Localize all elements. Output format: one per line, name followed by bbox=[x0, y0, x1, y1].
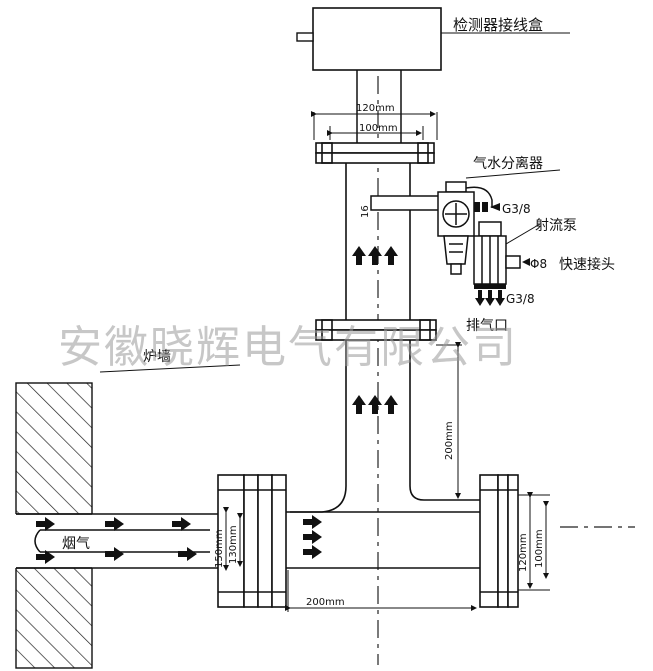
jet-pump-label: 射流泵 bbox=[535, 218, 577, 234]
dim-horizontal-200: 200mm bbox=[306, 597, 345, 608]
flow-arrows-lower bbox=[352, 395, 398, 414]
g38-lower-label: G3/8 bbox=[506, 292, 535, 306]
dim-left-130: 130mm bbox=[228, 525, 239, 564]
water-separator bbox=[437, 181, 493, 275]
g38-upper-label: G3/8 bbox=[502, 202, 531, 216]
dim-right-100: 100mm bbox=[534, 529, 545, 568]
g38-upper-fitting bbox=[474, 202, 500, 212]
right-flange bbox=[479, 474, 519, 608]
jet-pump-leader bbox=[505, 223, 541, 245]
flue-gas-label: 烟气 bbox=[62, 536, 90, 552]
upper-flange-dims bbox=[311, 111, 438, 140]
furnace-wall bbox=[14, 382, 94, 669]
watermark: 安徽晓辉电气有限公司 bbox=[58, 322, 518, 373]
left-dims bbox=[223, 507, 243, 571]
horizontal-pipe-right bbox=[286, 511, 480, 569]
water-separator-label: 气水分离器 bbox=[473, 155, 543, 172]
flow-arrows-horizontal bbox=[36, 515, 322, 564]
dim-vertical-200: 200mm bbox=[444, 421, 455, 460]
dim-branch-16: 16 bbox=[360, 205, 371, 218]
furnace-wall-label: 炉墙 bbox=[143, 349, 171, 365]
dim-flange-outer: 120mm bbox=[356, 103, 395, 114]
center-lines bbox=[377, 8, 635, 665]
furnace-wall-leader bbox=[99, 364, 241, 373]
dim-flange-inner: 100mm bbox=[359, 123, 398, 134]
quick-connector-label: 快速接头 bbox=[559, 256, 615, 273]
vertical-200-dim bbox=[436, 342, 462, 499]
jet-pump bbox=[473, 221, 521, 285]
exhaust-arrows bbox=[474, 284, 506, 306]
exhaust-port-label: 排气口 bbox=[466, 318, 508, 334]
right-dims bbox=[518, 492, 550, 591]
branch-pipe bbox=[370, 195, 440, 211]
dim-right-120: 120mm bbox=[518, 533, 529, 572]
upper-flange bbox=[315, 142, 435, 164]
quick-connector-fitting bbox=[522, 258, 530, 266]
separator-leader bbox=[465, 169, 561, 179]
phi8-label: Φ8 bbox=[530, 257, 547, 271]
upper-pipe bbox=[345, 163, 411, 323]
horizontal-200-dim bbox=[285, 570, 477, 612]
flow-arrows-upper bbox=[352, 246, 398, 265]
detector-box-label: 检测器接线盒 bbox=[453, 16, 543, 34]
detector-box bbox=[296, 7, 570, 71]
middle-flange bbox=[315, 319, 437, 341]
dim-left-150: 150mm bbox=[214, 529, 225, 568]
